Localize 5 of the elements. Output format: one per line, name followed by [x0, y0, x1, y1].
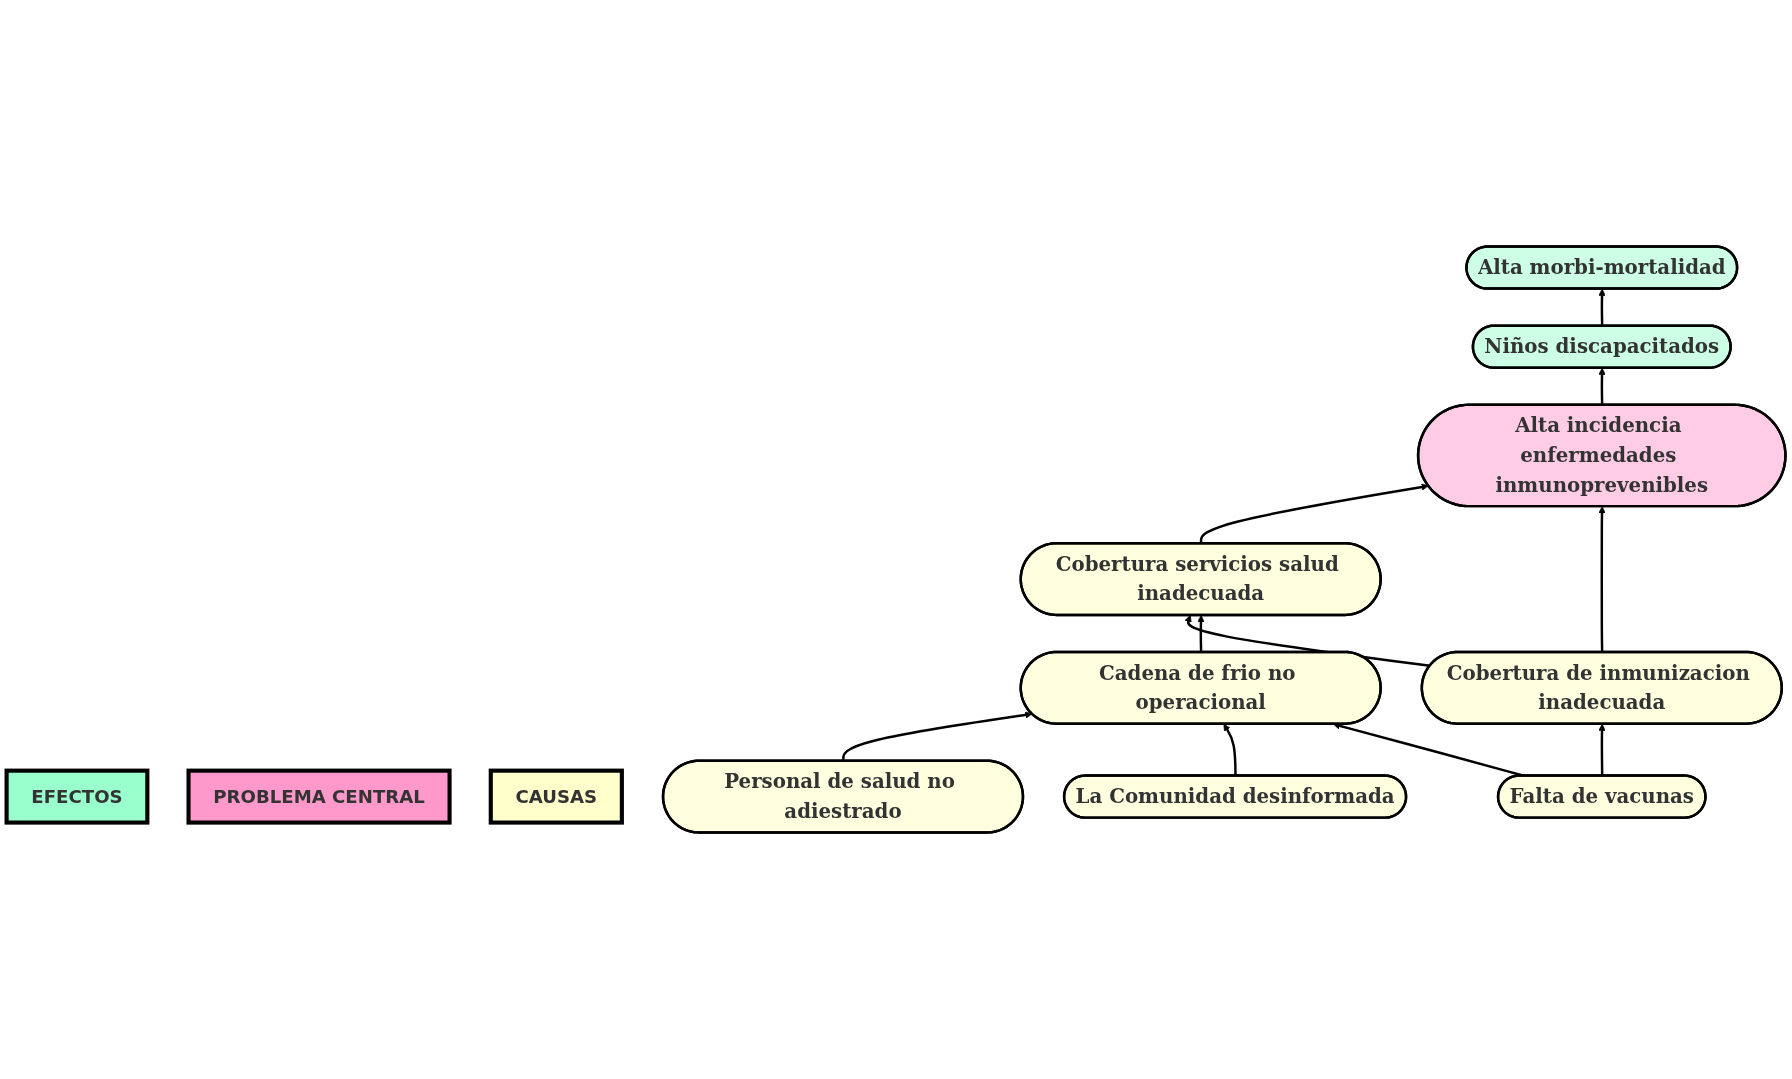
- node-box: CAUSAS: [488, 768, 624, 825]
- node-box: EFECTOS: [4, 768, 150, 825]
- node-box: PROBLEMA CENTRAL: [186, 768, 452, 825]
- arrow: [1184, 615, 1431, 668]
- arrow: [1199, 483, 1429, 544]
